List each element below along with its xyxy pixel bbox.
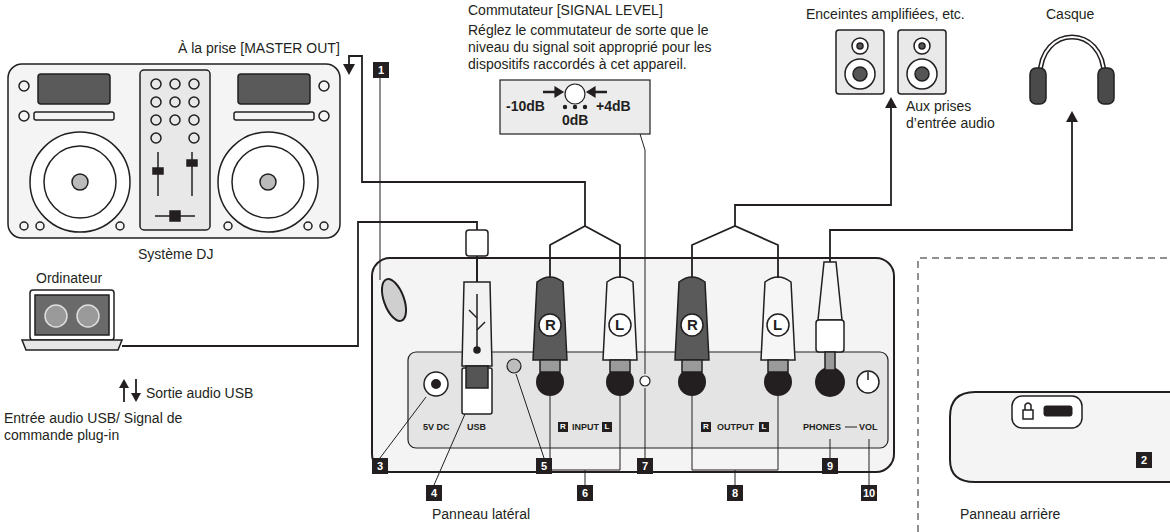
powered-speakers (836, 30, 946, 94)
computer (22, 290, 122, 350)
connection-note: À la prise [MASTER OUT] (178, 40, 340, 57)
plug-letter: L (615, 316, 624, 334)
plug-letter: L (773, 316, 782, 334)
level-value: 0dB (562, 112, 588, 129)
panel-marking: INPUT (572, 422, 599, 433)
panel-caption: Panneau arrière (960, 506, 1060, 523)
usb-cable (462, 230, 492, 388)
callout-number: 5 (536, 458, 552, 474)
headphones (1030, 37, 1114, 104)
device-caption: Ordinateur (36, 270, 102, 287)
panel-caption: Panneau latéral (432, 506, 530, 523)
dj-controller (8, 64, 340, 238)
signal-note: Entrée audio USB/ Signal de commande plu… (4, 410, 204, 444)
device-caption: Enceintes amplifiées, etc. (806, 6, 965, 23)
signal-level-inset (500, 80, 650, 134)
phones-plug (816, 262, 844, 370)
channel-mark: L (602, 422, 612, 432)
device-caption: Casque (1046, 6, 1094, 23)
arrowheads (119, 64, 1078, 402)
channel-mark: R (558, 422, 568, 432)
callout-number: 3 (372, 458, 388, 474)
panel-marking: 5V DC (423, 422, 450, 433)
callout-number: 6 (577, 485, 593, 501)
plug-letter: R (545, 316, 556, 334)
switch-heading: Commutateur [SIGNAL LEVEL] (468, 2, 663, 19)
callout-number: 7 (637, 458, 653, 474)
callout-number: 1 (373, 62, 389, 78)
callout-number: 2 (1136, 452, 1152, 468)
plug-letter: R (687, 316, 698, 334)
switch-note: Réglez le commutateur de sorte que le ni… (468, 22, 753, 73)
side-panel-body (372, 258, 894, 472)
callout-number: 8 (727, 485, 743, 501)
wires (122, 56, 1072, 346)
rear-panel (918, 258, 1170, 532)
device-caption: Système DJ (138, 246, 213, 263)
callout-number: 4 (426, 485, 442, 501)
channel-mark: L (759, 422, 769, 432)
panel-marking: USB (467, 422, 486, 433)
callout-number: 10 (861, 485, 877, 501)
panel-marking: VOL (859, 422, 878, 433)
level-value: -10dB (506, 98, 545, 115)
leader-lines (380, 78, 1138, 485)
rca-plugs (533, 277, 795, 372)
callout-number: 9 (822, 458, 838, 474)
panel-marking: PHONES (803, 422, 841, 433)
level-value: +4dB (596, 98, 631, 115)
channel-mark: R (701, 422, 711, 432)
signal-note: Sortie audio USB (146, 385, 253, 402)
connection-note: Aux prises d’entrée audio (906, 98, 1016, 132)
panel-marking: OUTPUT (717, 422, 754, 433)
